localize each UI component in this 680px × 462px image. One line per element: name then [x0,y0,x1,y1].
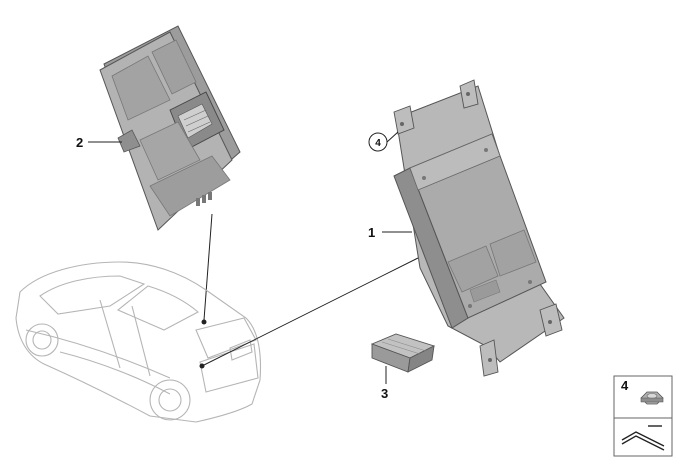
callout-part-2[interactable]: 2 [76,135,83,150]
location-dot-part-2 [201,319,207,325]
leader-line-part-4 [386,131,399,143]
connection-line-part-2-to-car [203,213,213,321]
callout-part-4-circle[interactable]: 4 [368,132,388,152]
legend-item-number: 4 [621,378,629,393]
component-part-3[interactable] [370,333,436,373]
parts-set-icon[interactable] [621,425,665,451]
legend-box: 4 [613,375,673,457]
module-part-1[interactable] [393,79,565,377]
callout-part-3[interactable]: 3 [381,386,388,401]
svg-text:4: 4 [375,138,381,149]
vehicle-outline [15,261,261,423]
control-unit-part-2[interactable] [99,25,241,231]
connection-line-car-to-part-1 [201,257,419,367]
hex-nut-icon[interactable] [640,391,664,405]
callout-part-1[interactable]: 1 [368,225,375,240]
